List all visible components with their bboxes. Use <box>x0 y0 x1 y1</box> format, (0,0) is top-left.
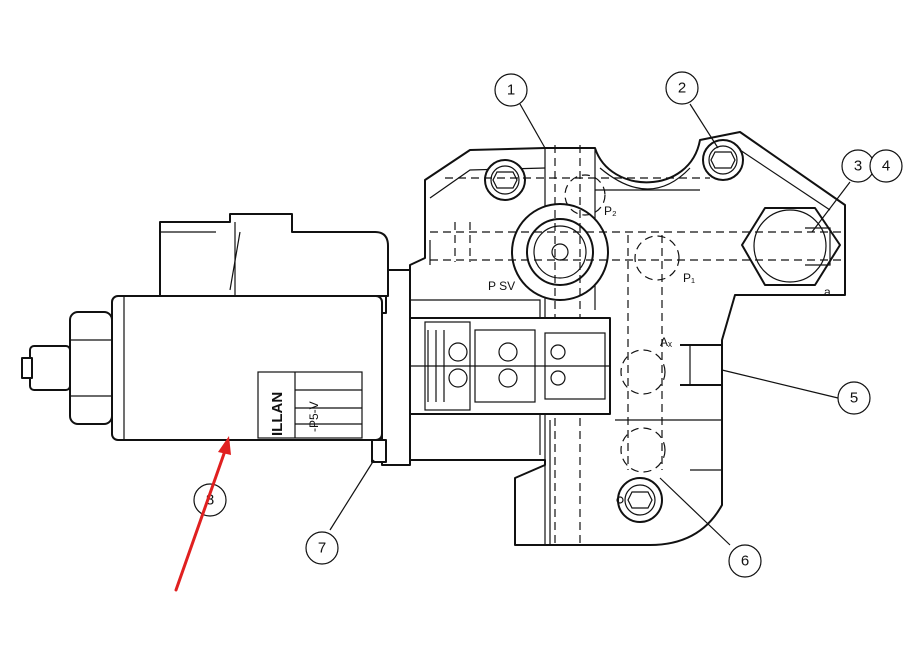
svg-text:5: 5 <box>850 390 858 407</box>
nameplate-brand: ILLAN <box>269 392 286 436</box>
callout-8: 8 <box>193 483 227 517</box>
leader-lines <box>329 103 851 546</box>
port-label-a: a <box>824 285 831 299</box>
port-label-ax: Aₓ <box>660 335 672 349</box>
port-a-fitting <box>741 207 841 286</box>
callout-6: 6 <box>728 544 762 578</box>
svg-text:4: 4 <box>882 158 890 175</box>
svg-text:1: 1 <box>507 82 515 99</box>
callout-1: 1 <box>494 73 528 107</box>
port-psv <box>511 203 609 301</box>
port-label-p1: P₁ <box>683 271 695 285</box>
port-labels: P₂ P₁ P SV Aₓ a <box>488 204 831 349</box>
callout-2: 2 <box>665 71 699 105</box>
svg-text:6: 6 <box>741 553 749 570</box>
port-5-stub <box>680 344 723 386</box>
cartridge-valve <box>409 317 611 415</box>
callout-3: 3 <box>841 149 875 183</box>
callout-7: 7 <box>305 531 339 565</box>
nameplate: ILLAN -P5-V <box>257 371 363 439</box>
callout-4: 4 <box>869 149 903 183</box>
svg-text:3: 3 <box>854 158 862 175</box>
nameplate-model: -P5-V <box>307 401 321 432</box>
callout-5: 5 <box>837 381 871 415</box>
coil-end-nut <box>21 311 113 425</box>
red-arrow-annotation <box>174 436 231 592</box>
svg-text:2: 2 <box>678 80 686 97</box>
svg-text:7: 7 <box>318 540 326 557</box>
screw-top-left <box>484 159 526 201</box>
screw-bottom <box>617 477 663 523</box>
port-label-p2: P₂ <box>604 204 617 218</box>
svg-text:8: 8 <box>206 492 214 509</box>
port-label-psv: P SV <box>488 279 515 293</box>
screw-top-right <box>702 139 744 181</box>
